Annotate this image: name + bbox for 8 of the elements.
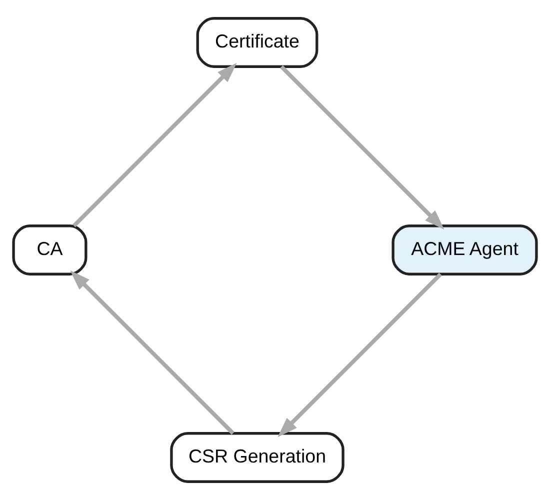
arrow	[278, 272, 442, 438]
arrow	[280, 65, 444, 230]
node-box: Certificate	[196, 17, 318, 68]
node-box: CA	[12, 224, 88, 276]
arrow	[72, 62, 237, 228]
node-box: ACME Agent	[392, 224, 538, 276]
arrow	[70, 270, 234, 435]
node-box: CSR Generation	[170, 432, 344, 483]
